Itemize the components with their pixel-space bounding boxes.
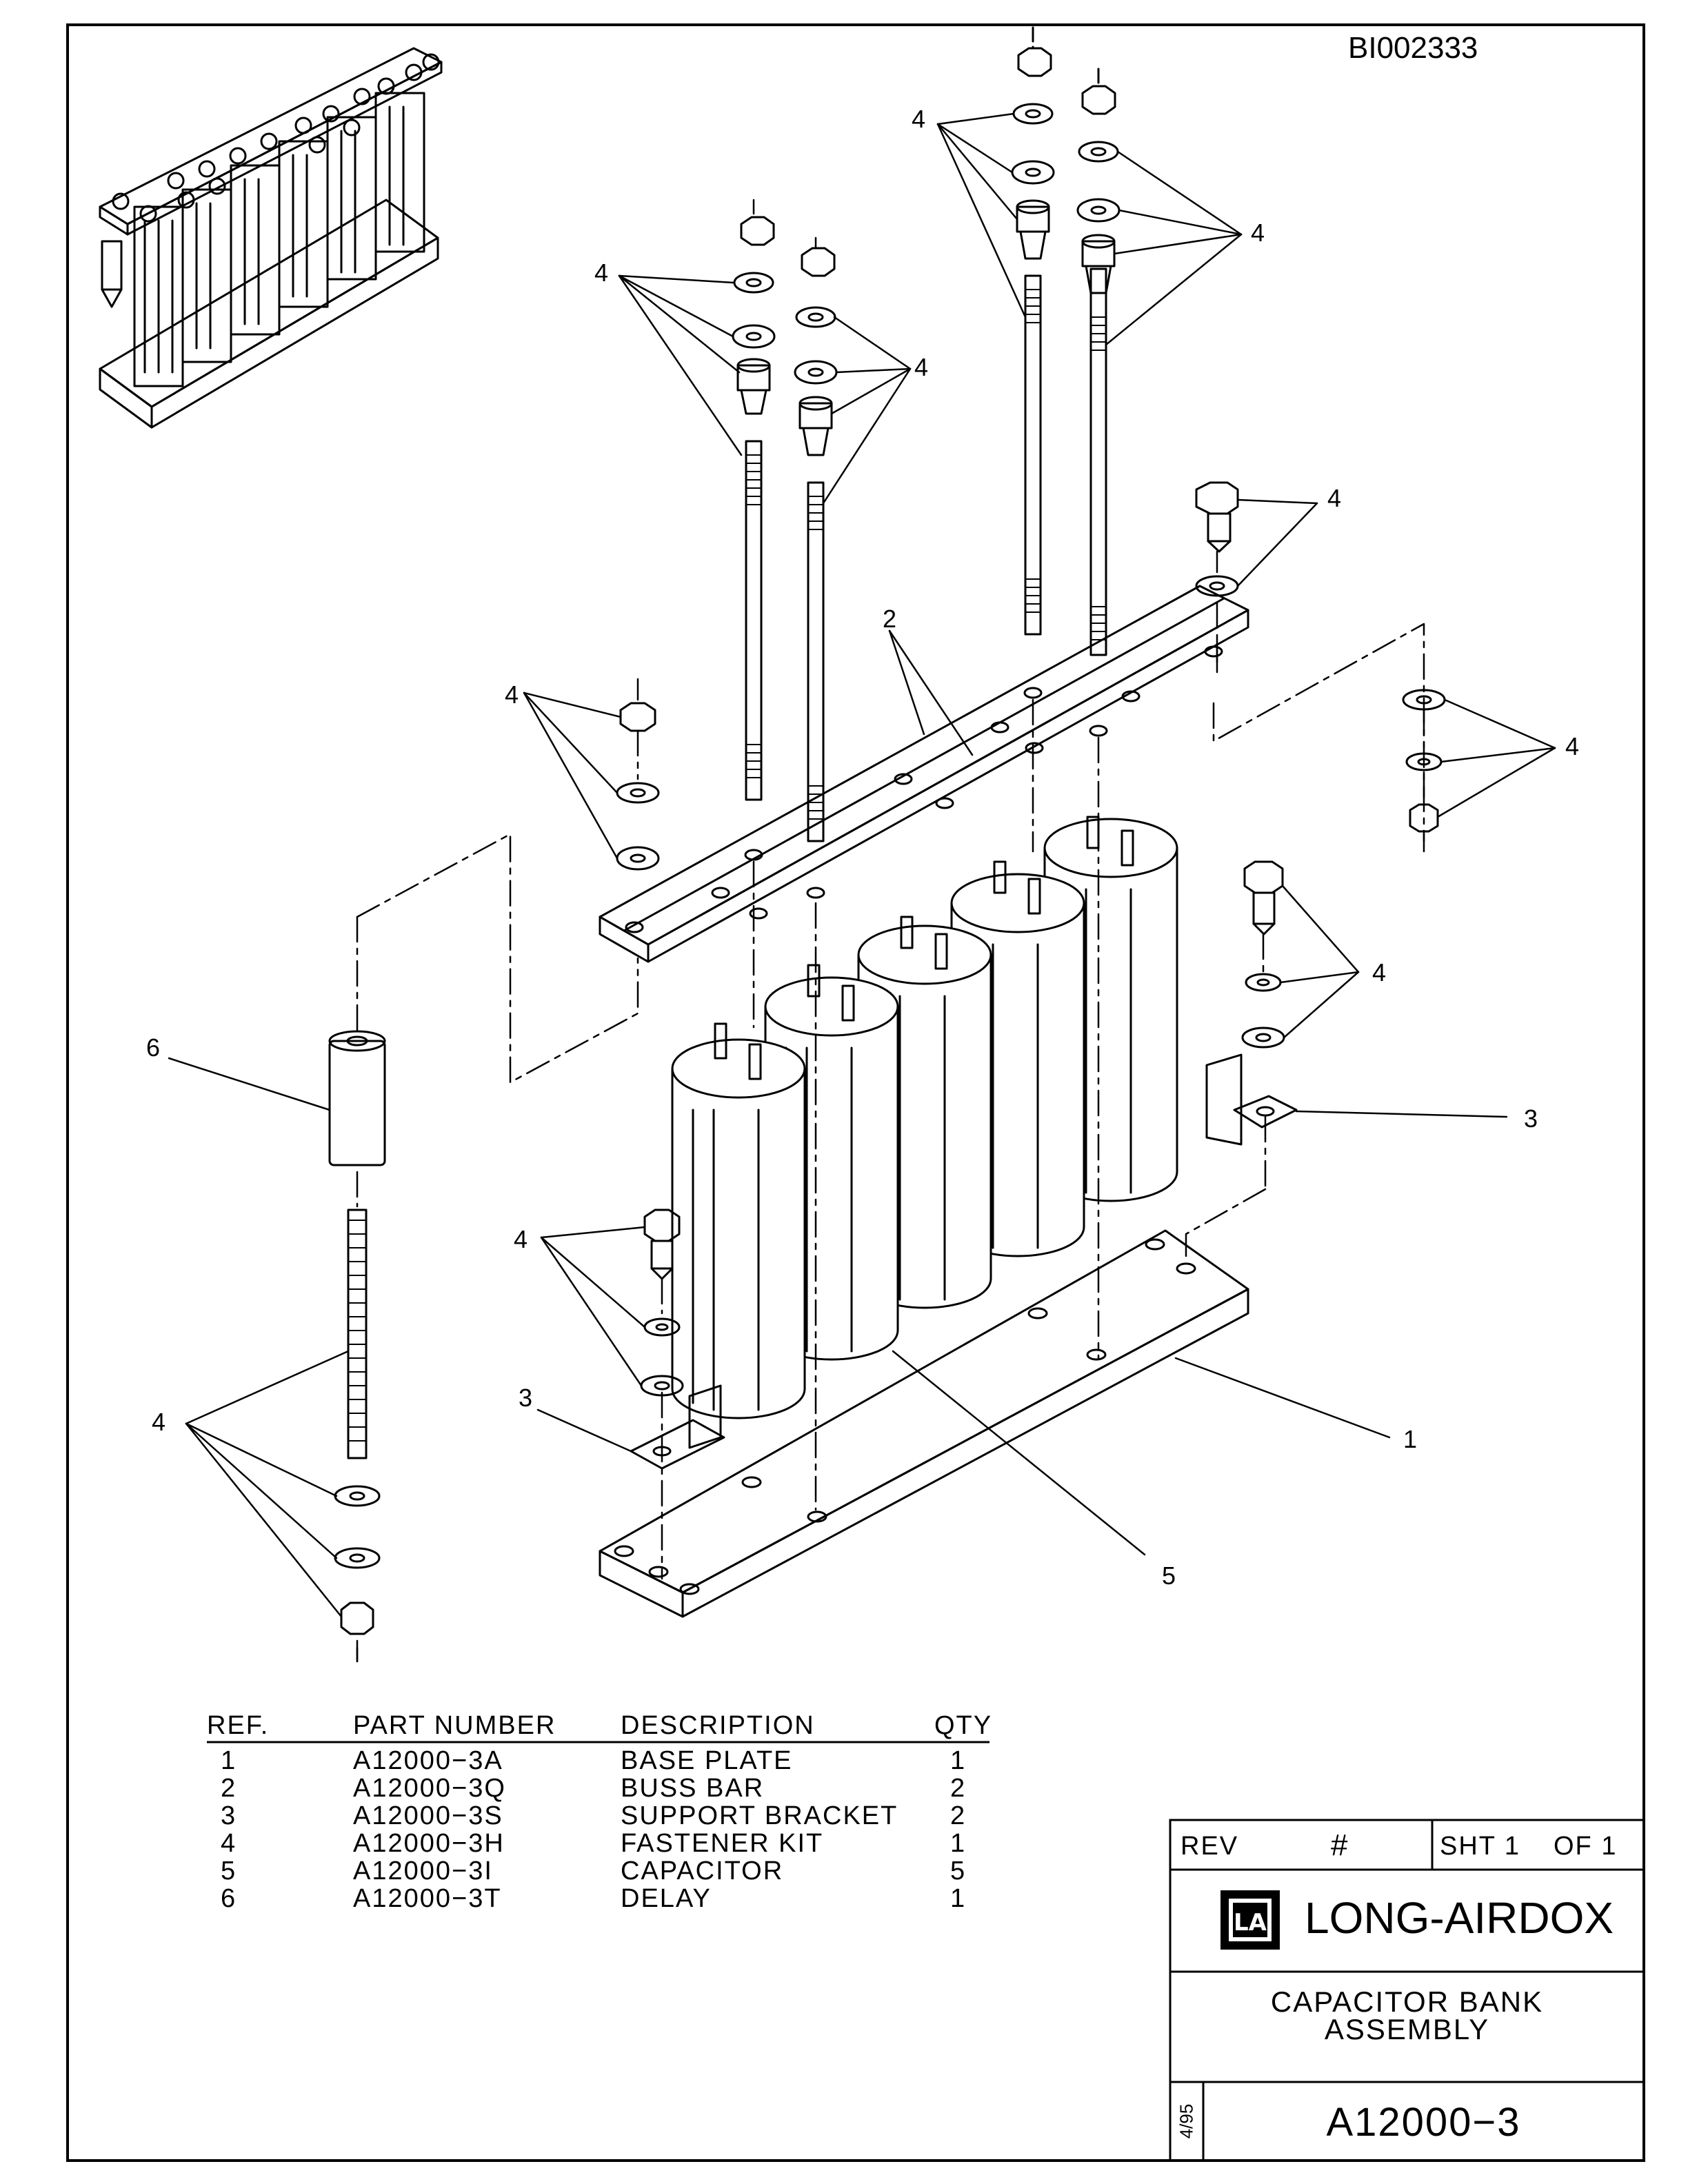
table-cell-description: BASE PLATE [621,1746,793,1775]
callout-fastener-kit: 4 [594,259,609,287]
revision-date: 4/95 [1176,2103,1197,2139]
table-cell-ref: 6 [221,1884,237,1913]
fastener-stacks [732,26,1121,456]
bus-bars [599,585,1249,963]
company-name: LONG-AIRDOX [1305,1893,1614,1943]
table-cell-part-number: A12000−3T [353,1884,502,1913]
stud-rods [745,267,1107,842]
table-cell-description: CAPACITOR [621,1857,784,1885]
sheet-total: OF 1 [1554,1832,1618,1861]
table-cell-part-number: A12000−3S [353,1801,503,1830]
table-cell-part-number: A12000−3A [353,1746,503,1775]
rev-value: # [1331,1828,1349,1862]
drawing-title-line-2: ASSEMBLY [1324,2013,1490,2045]
col-header-part-number: PART NUMBER [353,1711,556,1740]
table-cell-description: SUPPORT BRACKET [621,1801,898,1830]
table-cell-ref: 4 [221,1829,237,1858]
table-cell-ref: 2 [221,1774,237,1803]
right-fasteners [616,481,1446,1397]
table-cell-description: BUSS BAR [621,1774,765,1803]
callout-fastener-kit: 4 [1251,219,1265,247]
assembly-thumbnail [99,47,443,429]
drawing-id: BI002333 [1348,31,1478,65]
table-cell-qty: 1 [950,1746,967,1775]
company-logo: LA [1220,1890,1280,1950]
callout-fastener-kit: 4 [1327,484,1342,512]
delay-assembly [328,1030,386,1635]
col-header-qty: QTY [934,1711,993,1740]
callout-capacitor: 5 [1162,1561,1176,1590]
drawing-number: A12000−3 [1326,2100,1521,2145]
callout-base-plate: 1 [1403,1425,1418,1453]
callout-fastener-kit: 4 [514,1225,528,1253]
table-cell-part-number: A12000−3Q [353,1774,506,1803]
callout-support-bracket: 3 [1524,1104,1538,1133]
callout-fastener-kit: 4 [1372,958,1387,987]
callout-support-bracket: 3 [519,1384,533,1412]
sheet-number: SHT 1 [1440,1832,1521,1861]
leader-lines [168,112,1556,1618]
callout-fastener-kit: 4 [505,680,519,709]
phantom-lines [356,199,1425,1663]
col-header-description: DESCRIPTION [621,1711,815,1740]
table-cell-description: FASTENER KIT [621,1829,824,1858]
table-cell-ref: 5 [221,1857,237,1885]
drawing-border [66,23,1645,2162]
table-cell-ref: 1 [221,1746,237,1775]
rev-label: REV [1180,1832,1239,1861]
table-cell-part-number: A12000−3I [353,1857,493,1885]
capacitors [671,816,1178,1419]
callout-fastener-kit: 4 [1565,732,1580,760]
table-cell-qty: 1 [950,1829,967,1858]
support-brackets [630,1053,1298,1470]
callout-fastener-kit: 4 [914,353,929,381]
table-cell-qty: 1 [950,1884,967,1913]
table-cell-qty: 5 [950,1857,967,1885]
base-plate [599,1229,1249,1618]
callout-fastener-kit: 4 [912,105,926,133]
drawing-title-line-1: CAPACITOR BANK [1270,1985,1544,2018]
title-block-frame [1169,1819,1645,2162]
callout-buss-bar: 2 [883,605,897,633]
table-cell-qty: 2 [950,1801,967,1830]
table-cell-part-number: A12000−3H [353,1829,505,1858]
col-header-ref: REF. [207,1711,270,1740]
table-cell-qty: 2 [950,1774,967,1803]
svg-text:LA: LA [1234,1909,1267,1937]
table-cell-ref: 3 [221,1801,237,1830]
table-cell-description: DELAY [621,1884,712,1913]
callout-delay: 6 [146,1033,161,1062]
callout-fastener-kit: 4 [152,1408,166,1436]
